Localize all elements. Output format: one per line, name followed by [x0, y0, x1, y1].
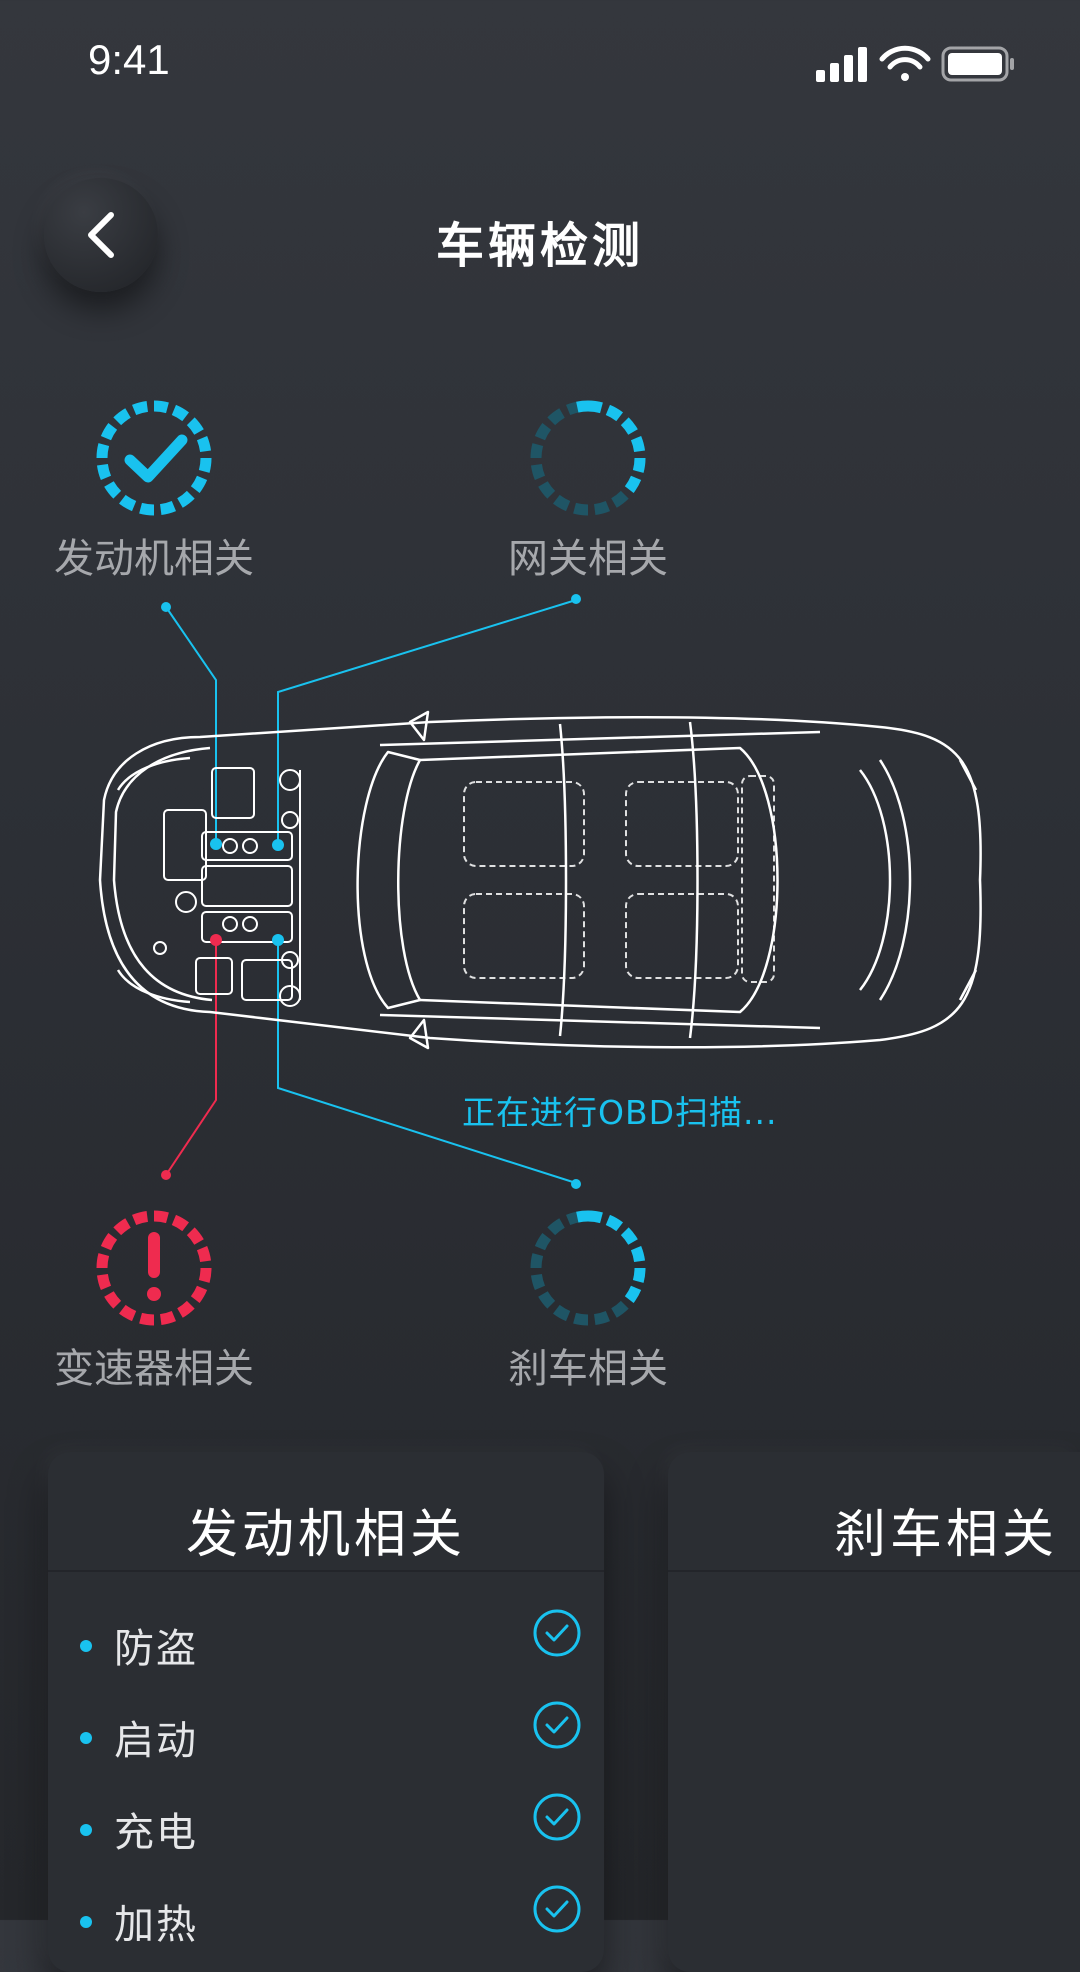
card-divider: [48, 1570, 604, 1572]
check-circle-icon: [533, 1793, 581, 1841]
exclamation-icon: [147, 1232, 161, 1301]
bullet-dot: [80, 1640, 92, 1652]
check-circle-icon: [533, 1885, 581, 1933]
status-time: 9:41: [88, 36, 170, 83]
list-item-label: 充电: [114, 1810, 198, 1856]
list-item-label: 防盗: [114, 1626, 198, 1672]
list-item-label: 加热: [114, 1902, 198, 1948]
transmission-status-label: 变速器相关: [54, 1346, 254, 1392]
list-item[interactable]: 加热: [48, 1878, 604, 1970]
engine-card[interactable]: 发动机相关 防盗 启动 充电 加热: [48, 1452, 604, 1972]
brake-status-ring[interactable]: [528, 1208, 648, 1328]
scan-status-text: 正在进行OBD扫描...: [462, 1093, 778, 1132]
engine-status-ring[interactable]: [94, 398, 214, 518]
car-seats: [463, 775, 775, 983]
gateway-status-label: 网关相关: [508, 536, 668, 582]
signal-icon: [816, 47, 867, 82]
transmission-status-ring[interactable]: [94, 1208, 214, 1328]
chevron-left-icon: [88, 212, 114, 258]
card-title: 发动机相关: [185, 1505, 466, 1565]
check-circle-icon: [533, 1609, 581, 1657]
car-diagram: [98, 594, 982, 1189]
check-icon: [124, 434, 188, 483]
list-item[interactable]: 启动: [48, 1694, 604, 1786]
card-divider: [668, 1570, 1080, 1572]
list-item[interactable]: 充电: [48, 1786, 604, 1878]
car-outline: [98, 710, 982, 1050]
page-title: 车辆检测: [435, 218, 644, 274]
status-icons: [816, 45, 1014, 82]
gateway-status-ring[interactable]: [528, 398, 648, 518]
brake-card[interactable]: 刹车相关: [668, 1452, 1080, 1972]
sensor-points: [210, 838, 284, 946]
engine-bay: [153, 767, 301, 1007]
bullet-dot: [80, 1916, 92, 1928]
bullet-dot: [80, 1824, 92, 1836]
engine-status-label: 发动机相关: [54, 536, 254, 582]
list-item-label: 启动: [114, 1718, 198, 1764]
wifi-icon: [879, 45, 931, 81]
list-item[interactable]: 防盗: [48, 1602, 604, 1694]
card-title: 刹车相关: [833, 1505, 1058, 1565]
battery-icon: [941, 46, 1014, 82]
back-button[interactable]: [44, 178, 158, 292]
connector-lines: [161, 594, 581, 1189]
bullet-dot: [80, 1732, 92, 1744]
check-circle-icon: [533, 1701, 581, 1749]
brake-status-label: 刹车相关: [508, 1346, 668, 1392]
